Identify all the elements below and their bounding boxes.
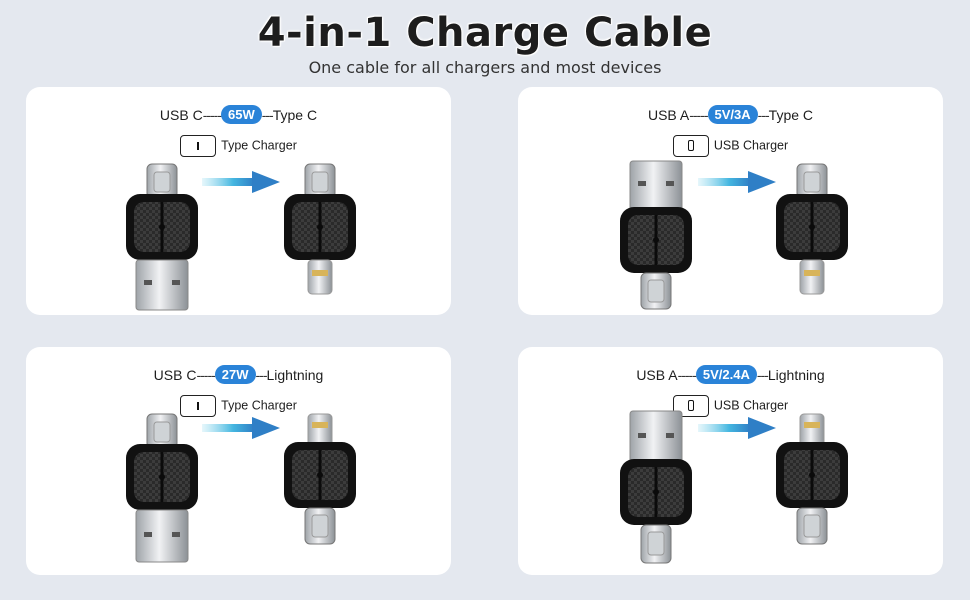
usba-to-usbc-adapter-image [620,410,692,564]
usb-a-port-icon [672,395,709,417]
card-usba-5v24a-lightning: USB A-----5V/2.4A---Lightning USB Charge… [518,347,943,575]
charger-type: USB Charger [518,135,943,157]
output-label: Type C [272,107,318,123]
card-usbc-27w-lightning: USB C-----27W---Lightning Type Charger [26,347,451,575]
card-usba-5v3a-typec: USB A-----5V/3A---Type C USB Charger [518,87,943,315]
charger-label: Type Charger [221,398,297,413]
usba-to-usbc-adapter-image [620,160,692,310]
arrow-icon [202,417,280,439]
usbc-to-usba-adapter-image [126,413,198,563]
typec-to-lightning-adapter-image [284,163,356,295]
charger-type: Type Charger [26,135,451,157]
page-subtitle: One cable for all chargers and most devi… [308,58,662,77]
power-badge: 65W [221,105,262,124]
lightning-to-typec-adapter-image [776,413,848,545]
card-usbc-65w-typec: USB C-----65W---Type C Type Charger [26,87,451,315]
output-label: Lightning [266,367,324,383]
type-c-port-icon [180,135,217,157]
arrow-icon [202,171,280,193]
charger-label: USB Charger [713,398,789,413]
spec-line: USB A-----5V/2.4A---Lightning [636,365,825,384]
spec-line: USB A-----5V/3A---Type C [647,105,814,124]
input-label: USB A [647,107,690,123]
input-label: USB C [153,367,197,383]
power-badge: 27W [214,365,256,384]
charger-label: Type Charger [221,138,297,153]
spec-line: USB C-----65W---Type C [159,105,318,124]
power-badge: 5V/2.4A [695,365,757,384]
output-label: Type C [768,107,814,123]
charger-type: USB Charger [518,395,943,417]
type-c-port-icon [180,395,217,417]
arrow-icon [698,171,776,193]
page-title: 4-in-1 Charge Cable [257,10,713,56]
output-label: Lightning [767,367,825,383]
usb-a-port-icon [672,135,709,157]
input-label: USB A [636,367,678,383]
power-badge: 5V/3A [707,105,758,124]
arrow-icon [698,417,776,439]
charger-type: Type Charger [26,395,451,417]
charger-label: USB Charger [713,138,789,153]
input-label: USB C [159,107,203,123]
usbc-to-usba-adapter-image [126,163,198,311]
spec-line: USB C-----27W---Lightning [153,365,324,384]
lightning-to-typec-adapter-image [284,413,356,545]
typec-to-lightning-adapter-image [776,163,848,295]
